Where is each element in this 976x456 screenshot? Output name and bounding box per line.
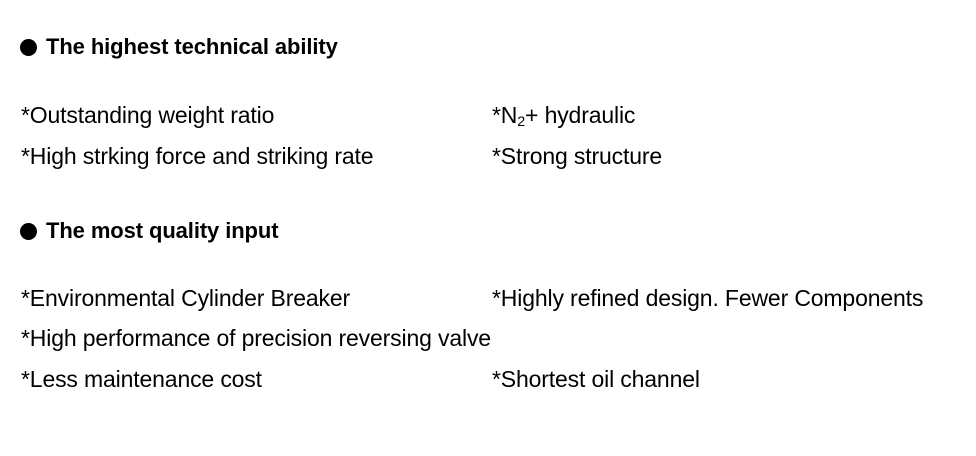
feature-item-high-striking-force: *High strking force and striking rate: [21, 143, 374, 169]
feature-item-text-suffix: + hydraulic: [525, 102, 636, 128]
filled-circle-bullet-icon: [20, 38, 37, 56]
feature-item-less-maintenance-cost: *Less maintenance cost: [21, 366, 262, 392]
feature-item-environmental-cylinder-breaker: *Environmental Cylinder Breaker: [21, 285, 350, 311]
feature-item-text-prefix: *N: [492, 102, 518, 128]
section-heading-label: The highest technical ability: [46, 34, 338, 59]
section-heading-quality-input: The most quality input: [20, 218, 279, 243]
feature-item-highly-refined-design: *Highly refined design. Fewer Components: [492, 285, 924, 311]
feature-item-subscript: 2: [517, 114, 526, 131]
feature-item-strong-structure: *Strong structure: [492, 143, 663, 169]
filled-circle-bullet-icon: [20, 222, 37, 240]
feature-item-outstanding-weight-ratio: *Outstanding weight ratio: [21, 102, 275, 128]
feature-item-n2-hydraulic: *N2+ hydraulic: [492, 102, 636, 131]
section-heading-technical-ability: The highest technical ability: [20, 36, 338, 58]
section-heading-label: The most quality input: [46, 218, 279, 243]
feature-item-precision-reversing-valve: *High performance of precision reversing…: [21, 325, 491, 351]
feature-item-shortest-oil-channel: *Shortest oil channel: [492, 366, 700, 392]
